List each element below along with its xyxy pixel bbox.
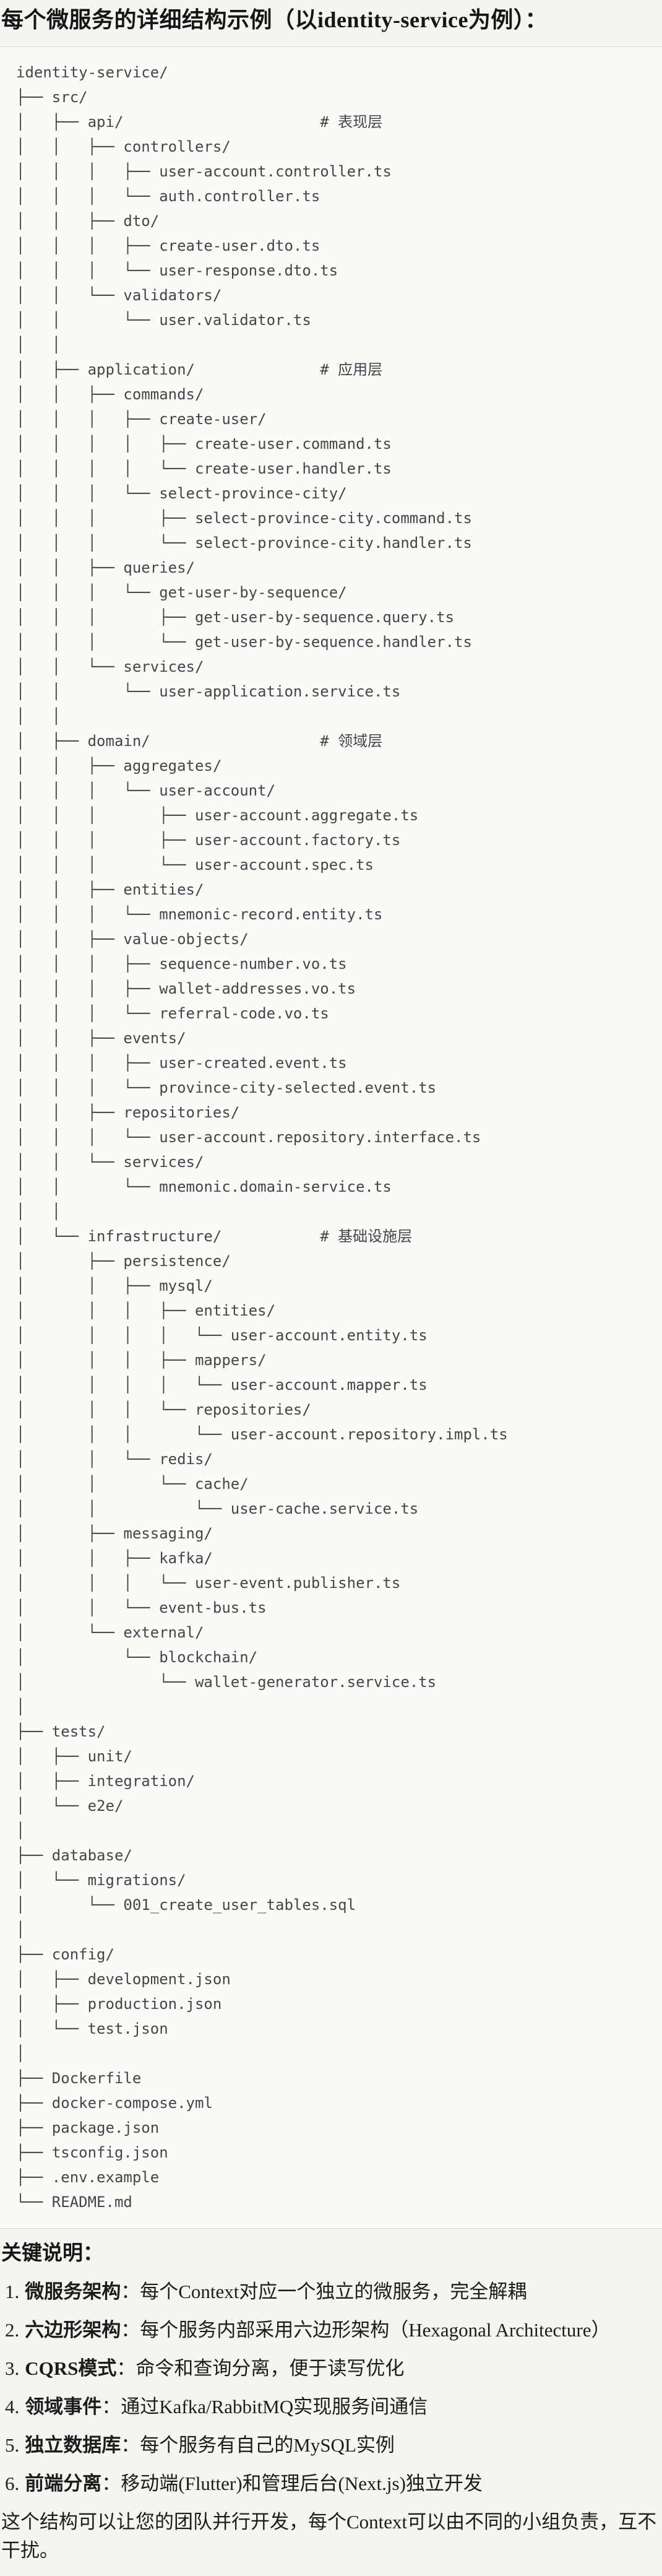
note-item-4: 4.领域事件：通过Kafka/RabbitMQ实现服务间通信 xyxy=(0,2393,657,2421)
note-text: 每个Context对应一个独立的微服务，完全解耦 xyxy=(140,2281,527,2302)
note-item-3: 3.CQRS模式：命令和查询分离，便于读写优化 xyxy=(0,2354,657,2383)
closing-paragraph: 这个结构可以让您的团队并行开发，每个Context可以由不同的小组负责，互不干扰… xyxy=(1,2511,657,2561)
note-colon: ： xyxy=(101,2473,121,2494)
note-colon: ： xyxy=(121,2434,140,2456)
note-label: CQRS模式 xyxy=(25,2357,117,2379)
note-colon: ： xyxy=(121,2319,140,2341)
note-number: 3. xyxy=(5,2357,20,2379)
note-number: 5. xyxy=(5,2434,20,2456)
note-text: 命令和查询分离，便于读写优化 xyxy=(135,2357,405,2379)
note-item-6: 6.前端分离：移动端(Flutter)和管理后台(Next.js)独立开发 xyxy=(0,2470,657,2498)
note-text: 移动端(Flutter)和管理后台(Next.js)独立开发 xyxy=(121,2473,483,2494)
note-item-2: 2.六边形架构：每个服务内部采用六边形架构（Hexagonal Architec… xyxy=(0,2316,657,2344)
note-colon: ： xyxy=(121,2281,140,2302)
note-label: 微服务架构 xyxy=(25,2281,121,2302)
note-label: 六边形架构 xyxy=(25,2319,121,2341)
note-label: 独立数据库 xyxy=(25,2434,121,2456)
note-number: 2. xyxy=(5,2319,20,2341)
page-title: 每个微服务的详细结构示例（以identity-service为例）： xyxy=(1,7,548,32)
note-item-1: 1.微服务架构：每个Context对应一个独立的微服务，完全解耦 xyxy=(0,2278,657,2306)
note-text: 每个服务内部采用六边形架构（Hexagonal Architecture） xyxy=(140,2319,611,2341)
note-item-5: 5.独立数据库：每个服务有自己的MySQL实例 xyxy=(0,2431,657,2460)
note-label: 前端分离 xyxy=(25,2473,102,2494)
notes-heading: 关键说明： xyxy=(1,2242,103,2265)
note-text: 通过Kafka/RabbitMQ实现服务间通信 xyxy=(121,2396,428,2418)
note-label: 领域事件 xyxy=(25,2396,102,2418)
note-number: 6. xyxy=(5,2473,20,2494)
note-text: 每个服务有自己的MySQL实例 xyxy=(140,2434,395,2456)
note-number: 4. xyxy=(5,2396,20,2418)
note-colon: ： xyxy=(116,2357,136,2379)
directory-tree-text: identity-service/ ├── src/ │ ├── api/ # … xyxy=(16,64,508,2211)
directory-tree-block: identity-service/ ├── src/ │ ├── api/ # … xyxy=(0,46,662,2229)
note-colon: ： xyxy=(101,2396,121,2418)
note-number: 1. xyxy=(5,2281,20,2302)
